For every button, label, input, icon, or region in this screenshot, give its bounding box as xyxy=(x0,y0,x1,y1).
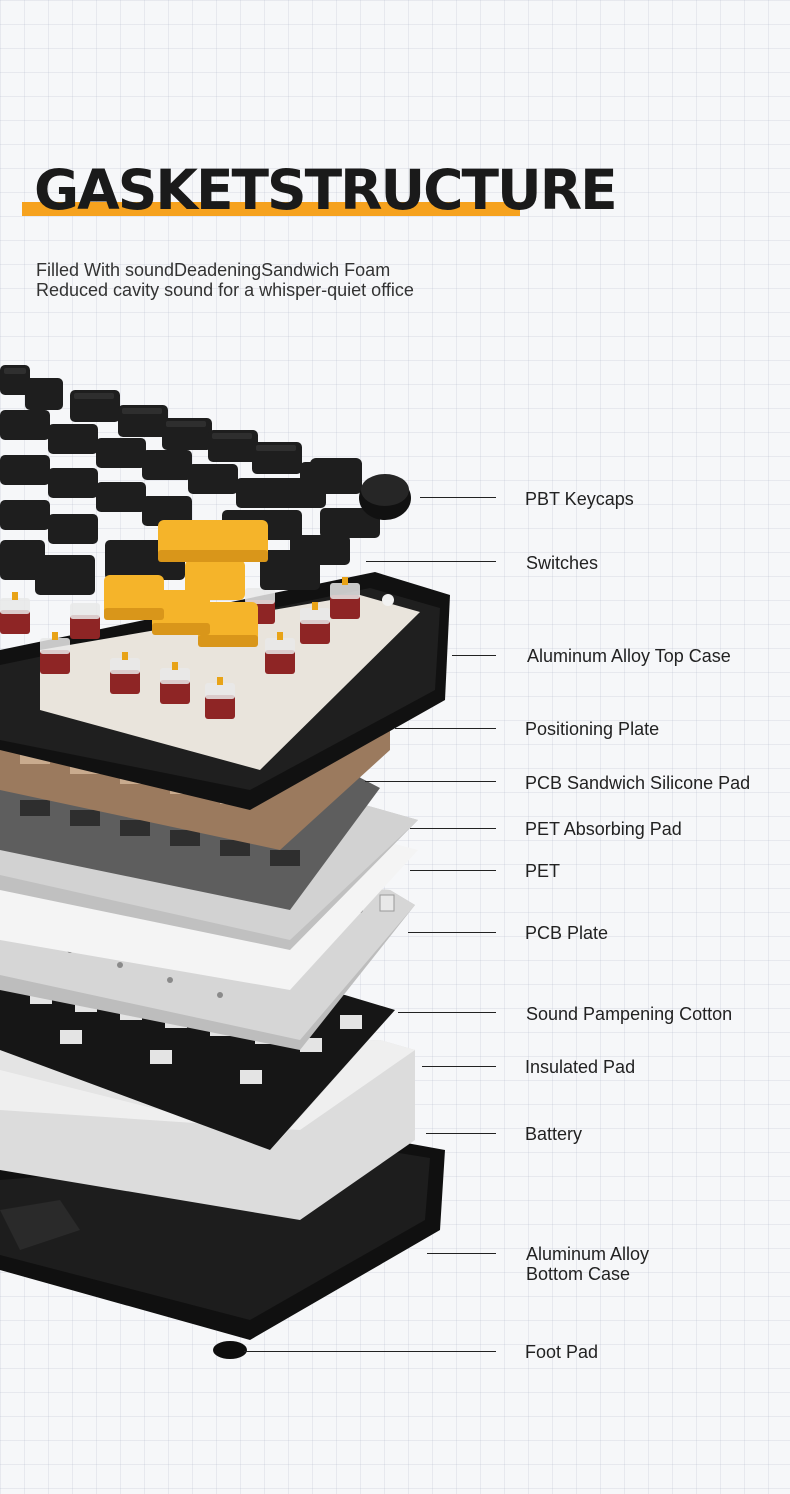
subtitle-line-1: Filled With soundDeadeningSandwich Foam xyxy=(36,260,391,280)
label-foot-pad: Foot Pad xyxy=(525,1342,599,1362)
label-insulated-pad: Insulated Pad xyxy=(525,1057,636,1077)
label-battery: Battery xyxy=(525,1124,583,1144)
label-positioning-plate: Positioning Plate xyxy=(525,719,660,739)
label-bottom-case-line-2: Bottom Case xyxy=(526,1264,631,1284)
title-block: GASKETSTRUCTURE xyxy=(22,150,722,230)
label-pet-absorbing-pad: PET Absorbing Pad xyxy=(525,819,682,839)
label-pet: PET xyxy=(525,861,561,881)
label-pbt-keycaps: PBT Keycaps xyxy=(525,489,634,509)
label-bottom-case: Aluminum Alloy Bottom Case xyxy=(526,1244,649,1284)
label-top-case: Aluminum Alloy Top Case xyxy=(527,646,731,666)
page-title: GASKETSTRUCTURE xyxy=(34,158,618,222)
label-silicone-pad: PCB Sandwich Silicone Pad xyxy=(525,773,751,793)
subtitle: Filled With soundDeadeningSandwich Foam … xyxy=(36,260,414,300)
subtitle-line-2: Reduced cavity sound for a whisper-quiet… xyxy=(36,280,414,300)
pbt-keycaps xyxy=(0,365,411,647)
label-pcb-plate: PCB Plate xyxy=(525,923,609,943)
title-accent-bar xyxy=(22,202,520,216)
label-sound-cotton: Sound Pampening Cotton xyxy=(526,1004,733,1024)
exploded-keyboard-illustration xyxy=(0,365,450,1359)
label-bottom-case-line-1: Aluminum Alloy xyxy=(526,1244,650,1264)
foot-pad xyxy=(213,1341,247,1359)
label-switches: Switches xyxy=(526,553,599,573)
